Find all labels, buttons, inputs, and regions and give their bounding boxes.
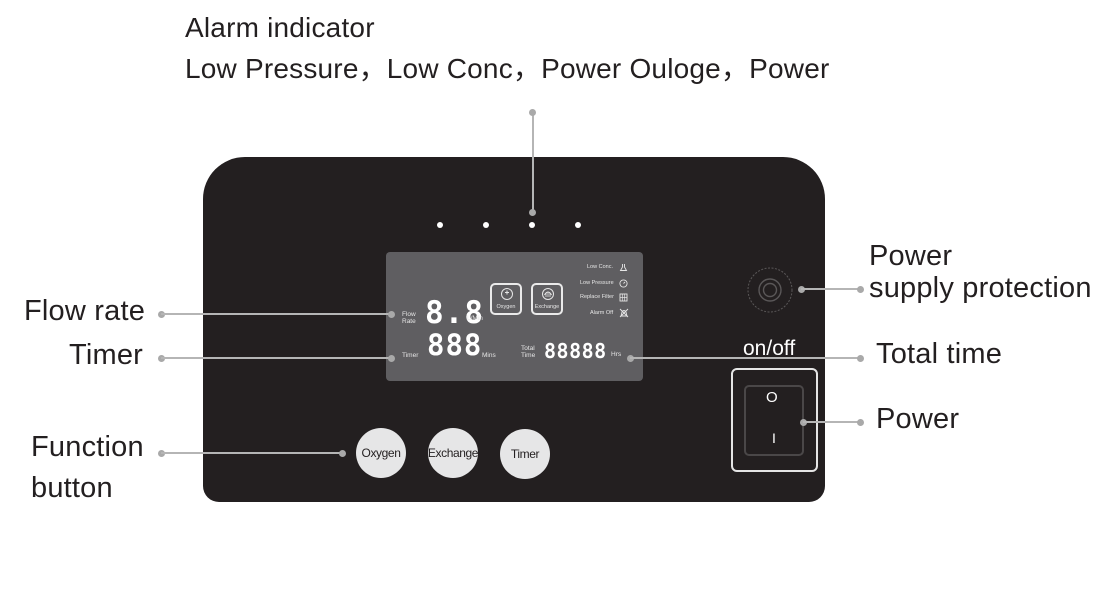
alarm-led-1 [437,222,443,228]
oxygen-icon [501,288,513,300]
switch-label: on/off [743,337,796,360]
lcd-display [386,252,643,381]
total-time-dot-outer [857,355,864,362]
low-pressure-label: Low Pressure [580,280,614,286]
alarm-leader-line [532,112,534,213]
low-conc-label: Low Conc. [587,264,613,270]
exchange-icon [542,288,554,300]
function-leader-line [161,452,343,454]
power-dot-outer [857,419,864,426]
oxygen-mode-label: Oxygen [496,304,516,310]
filter-icon [619,293,628,302]
switch-on-symbol: I [772,430,776,446]
alarm-led-3 [529,222,535,228]
replace-filter-label: Replace Filter [580,294,614,300]
function-button-callout-2: button [31,472,113,504]
timer-callout: Timer [69,339,144,371]
total-time-callout: Total time [876,338,1003,370]
flow-rate-lcd-label-1: Flow [402,311,416,318]
alarm-led-4 [575,222,581,228]
total-time-leader-line [630,357,860,359]
oxygen-button[interactable]: Oxygen [356,428,406,478]
power-leader-line [803,421,860,423]
timer-button[interactable]: Timer [500,429,550,479]
flow-rate-lcd-label-2: Rate [402,318,416,325]
alarm-led-2 [483,222,489,228]
gauge-icon [619,279,628,288]
timer-digits: 888 [427,328,483,362]
function-button-callout-1: Function [31,431,144,463]
total-time-digits: 88888 [544,339,607,363]
alarm-off-icon [619,308,629,318]
timer-leader-line [161,357,393,359]
power-callout: Power [876,403,960,435]
alarm-indicator-list: Low Pressure，Low Conc，Power Ouloge，Power [185,53,830,84]
timer-unit: Mins [482,352,496,359]
switch-off-symbol: O [766,389,778,406]
alarm-leader-dot-top [529,109,536,116]
flow-rate-digits: 8.8 [425,295,484,331]
oxygen-mode-indicator: Oxygen [490,283,522,315]
power-supply-callout-2: supply protection [869,272,1092,304]
flow-rate-unit: L/Min [467,315,483,322]
power-supply-dot-outer [857,286,864,293]
power-supply-leader-line [801,288,859,290]
timer-dot-inner [388,355,395,362]
timer-lcd-label: Timer [402,352,419,359]
function-dot-inner [339,450,346,457]
exchange-mode-label: Exchange [534,304,560,310]
total-time-unit: Hrs [611,351,622,358]
fuse-icon [747,267,793,313]
alarm-off-label: Alarm Off [590,310,614,316]
alarm-indicator-title: Alarm indicator [185,12,375,43]
alarm-leader-dot-bottom [529,209,536,216]
power-switch-frame [731,368,818,472]
flow-rate-leader-line [161,313,393,315]
exchange-button[interactable]: Exchange [428,428,478,478]
total-time-lcd-label-2: Time [521,352,536,359]
flow-rate-callout: Flow rate [24,295,146,327]
flask-icon [619,264,628,271]
power-supply-callout-1: Power [869,240,953,272]
power-switch[interactable] [744,385,804,456]
flow-rate-dot-inner [388,311,395,318]
total-time-lcd-label-1: Total [521,345,535,352]
exchange-mode-indicator: Exchange [531,283,563,315]
